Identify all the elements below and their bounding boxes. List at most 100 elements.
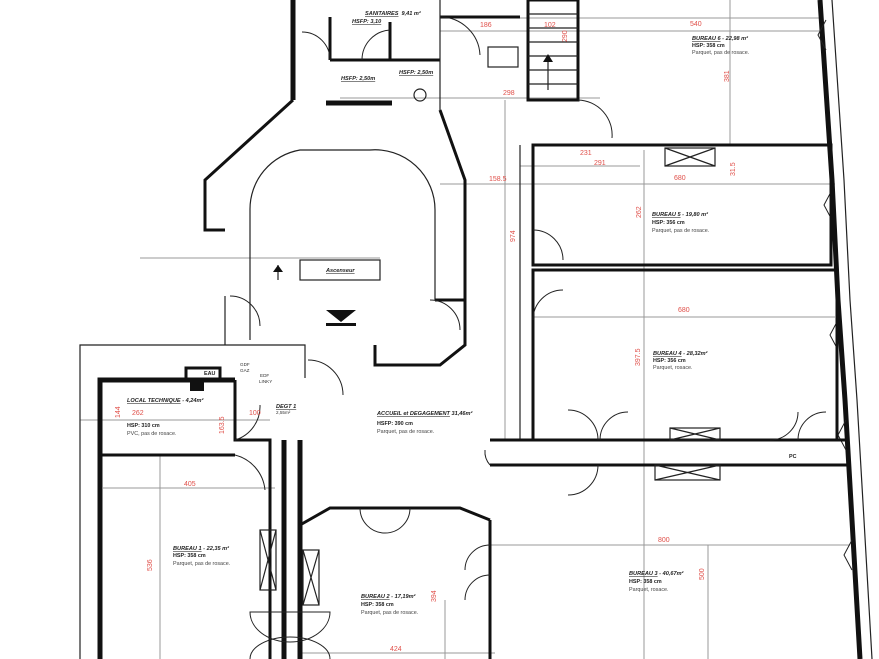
svg-text:BUREAU 4 - 28,32m²: BUREAU 4 - 28,32m² <box>653 350 708 357</box>
room-area: - 22,98 m² <box>721 35 748 42</box>
svg-text:BUREAU 3 - 40,67m²: BUREAU 3 - 40,67m² <box>629 570 684 577</box>
room-description: Parquet, pas de rosace. <box>377 429 434 435</box>
room-bureau-1: BUREAU 1 - 22,35 m² HSP: 358 cm Parquet,… <box>173 545 230 567</box>
dim-label: 102 <box>544 22 556 29</box>
dim-label: 405 <box>184 481 196 488</box>
pc-label: PC <box>789 454 797 460</box>
room-area: 31,46m² <box>450 410 473 417</box>
sanitaires-walls <box>290 0 520 110</box>
gas-label-2: GAZ <box>240 368 250 373</box>
room-accueil: ACCUEIL et DEGAGEMENT 31,46m² HSFP: 390 … <box>376 410 472 435</box>
dim-label: 381 <box>724 70 731 82</box>
dim-label: 31.5 <box>730 162 737 176</box>
dim-label: 158.5 <box>489 176 507 183</box>
dim-label: 144 <box>115 406 122 418</box>
room-bureau-5: BUREAU 5 - 19,80 m² HSP: 356 cm Parquet,… <box>652 211 709 234</box>
dim-label: 540 <box>690 21 702 28</box>
room-bureau-3: BUREAU 3 - 40,67m² HSP: 358 cm Parquet, … <box>629 570 684 593</box>
room-area: 9,41 m² <box>401 10 420 17</box>
room-height: HSP: 310 cm <box>127 423 160 429</box>
room-height: HSP: 358 cm <box>361 602 394 608</box>
dim-label: 680 <box>674 175 686 182</box>
room-height: HSP: 358 cm <box>629 579 662 585</box>
elevator-down-arrow-icon <box>326 310 356 322</box>
left-block-walls <box>79 344 491 659</box>
room-height: HSP: 358 cm <box>692 43 725 49</box>
svg-text:BUREAU 6 - 22,98 m²: BUREAU 6 - 22,98 m² <box>692 35 748 42</box>
svg-text:BUREAU 1 - 22,35 m²: BUREAU 1 - 22,35 m² <box>173 545 229 552</box>
room-height: HSFP: 3,10 <box>352 19 382 25</box>
room-bureau-4: BUREAU 4 - 28,32m² HSP: 356 cm Parquet, … <box>653 350 708 371</box>
room-height: HSP: 356 cm <box>653 358 686 364</box>
room-height: HSFP: 2,50m <box>399 70 433 76</box>
elevator-label: Ascenseur <box>325 268 355 274</box>
dim-label: 680 <box>678 307 690 314</box>
room-title: BUREAU 5 <box>652 212 681 218</box>
room-description: Parquet, rosace. <box>653 365 693 371</box>
room-description: Parquet, pas de rosace. <box>692 50 749 56</box>
facade-wall <box>817 0 863 659</box>
room-description: Parquet, pas de rosace. <box>361 610 418 616</box>
room-area: - 40,67m² <box>658 570 684 577</box>
room-title: SANITAIRES <box>365 11 399 17</box>
arrow-up-icon <box>543 54 553 62</box>
dim-label: 298 <box>503 90 515 97</box>
dim-label: 424 <box>390 646 402 653</box>
room-title: DEGT 1 <box>276 404 296 410</box>
dim-label: 500 <box>699 568 706 580</box>
room-title: BUREAU 2 <box>361 594 390 600</box>
room-local-technique: LOCAL TECHNIQUE - 4,24m² HSP: 310 cm PVC… <box>127 397 204 437</box>
office-walls <box>464 143 848 659</box>
arrow-up-icon <box>273 265 283 272</box>
room-description: Parquet, rosace. <box>629 587 669 593</box>
room-height: HSP: 358 cm <box>173 553 206 559</box>
room-area: - 28,32m² <box>682 350 708 357</box>
room-height: HSP: 356 cm <box>652 220 685 226</box>
svg-text:BUREAU 5 - 19,80 m²: BUREAU 5 - 19,80 m² <box>652 211 708 218</box>
room-title: BUREAU 6 <box>692 36 721 42</box>
room-title: LOCAL TECHNIQUE <box>127 398 181 404</box>
room-description: PVC, pas de rosace. <box>127 431 176 437</box>
room-area: - 17,19m² <box>390 593 416 600</box>
room-title: BUREAU 3 <box>629 571 658 577</box>
dim-label: 163.5 <box>219 416 226 434</box>
electricity-label: EDF <box>260 373 269 378</box>
room-area: - 19,80 m² <box>681 211 708 218</box>
dim-label: 800 <box>658 537 670 544</box>
dim-label: 100 <box>249 410 261 417</box>
dim-label: 290 <box>562 30 569 42</box>
dim-label: 262 <box>636 206 643 218</box>
room-description: Parquet, pas de rosace. <box>652 228 709 234</box>
room-bureau-2: BUREAU 2 - 17,19m² HSP: 358 cm Parquet, … <box>361 593 418 616</box>
dim-label: 186 <box>480 22 492 29</box>
linky-label: LINKY <box>259 379 272 384</box>
room-degt-1: DEGT 1 2,55m² <box>276 404 296 415</box>
gas-label: GDF <box>240 362 250 367</box>
dim-label: 262 <box>132 410 144 417</box>
svg-text:LOCAL TECHNIQUE - 4,24m²: LOCAL TECHNIQUE - 4,24m² <box>127 397 204 404</box>
room-height: HSFP: 2,50m <box>341 76 375 82</box>
dim-label: 397.5 <box>635 348 642 366</box>
room-title: ACCUEIL et DEGAGEMENT <box>376 411 451 417</box>
dimension-lines <box>80 0 850 659</box>
dim-label: 974 <box>510 230 517 242</box>
room-area: - 22,35 m² <box>202 545 229 552</box>
svg-text:BUREAU 2 - 17,19m²: BUREAU 2 - 17,19m² <box>361 593 416 600</box>
dimension-labels: 186 102 290 298 540 381 231 291 680 31.5… <box>115 21 737 653</box>
hall-walls <box>203 98 467 367</box>
room-bureau-6: BUREAU 6 - 22,98 m² HSP: 358 cm Parquet,… <box>692 35 749 56</box>
staircase <box>526 0 613 139</box>
dim-label: 536 <box>147 559 154 571</box>
dim-label: 291 <box>594 160 606 167</box>
dim-label: 394 <box>431 590 438 602</box>
room-title: BUREAU 1 <box>173 546 202 552</box>
room-height: HSFP: 390 cm <box>377 421 413 427</box>
room-area: - 4,24m² <box>181 397 204 404</box>
dim-label: 231 <box>580 150 592 157</box>
room-title: BUREAU 4 <box>653 351 682 357</box>
water-label: EAU <box>204 371 215 377</box>
room-description: Parquet, pas de rosace. <box>173 561 230 567</box>
